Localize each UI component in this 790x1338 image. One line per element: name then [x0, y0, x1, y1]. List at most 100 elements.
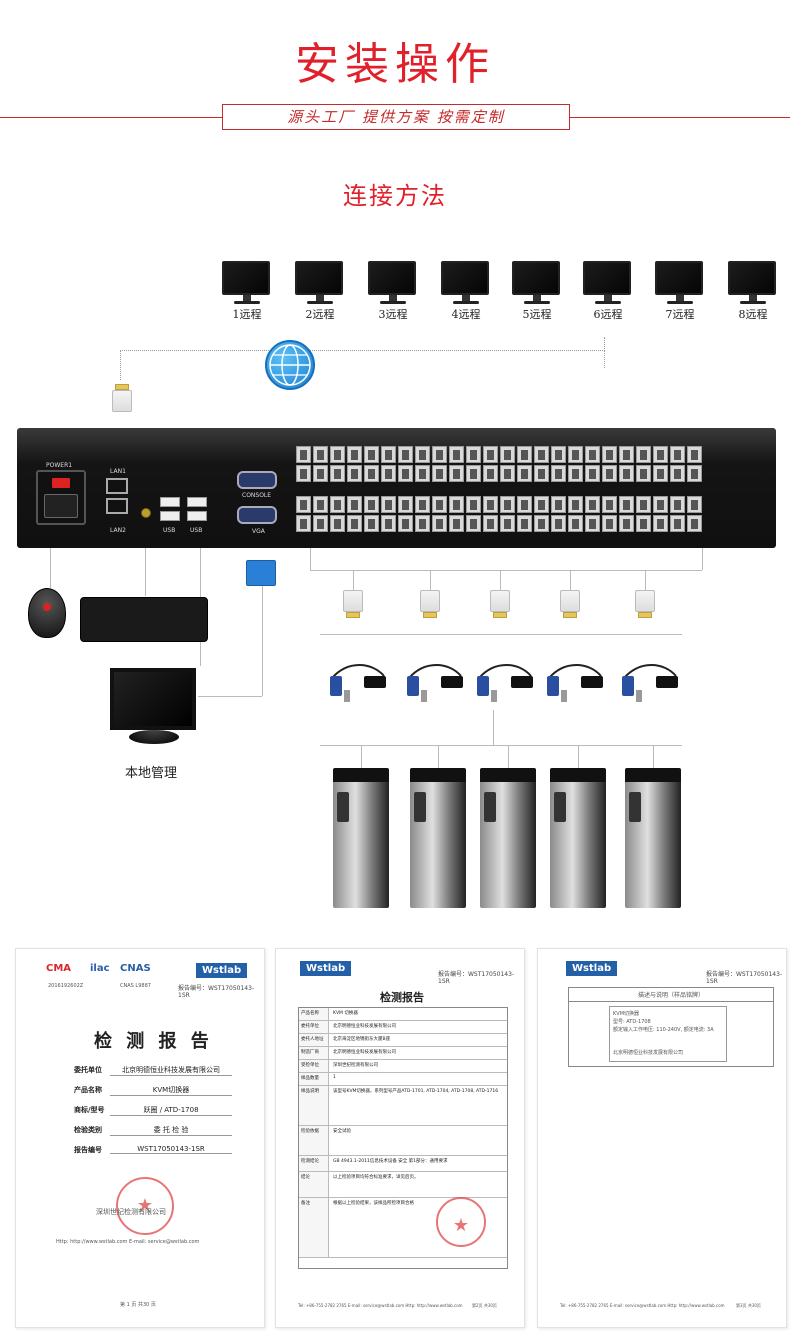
usb-port-icon	[187, 497, 207, 507]
rj45-port-icon	[296, 465, 311, 482]
wstlab-logo: Wstlab	[196, 963, 248, 978]
rj45-port-icon	[585, 496, 600, 513]
rj45-port-icon	[330, 515, 345, 532]
report-title: 检 测 报 告	[94, 1031, 213, 1052]
rj45-port-icon	[466, 465, 481, 482]
console-label: CONSOLE	[242, 492, 272, 499]
rj45-port-icon	[500, 496, 515, 513]
rj45-port-icon	[483, 515, 498, 532]
target-pc-tower-icon	[333, 768, 389, 908]
rj45-port-icon	[500, 465, 515, 482]
rj45-port-icon	[296, 496, 311, 513]
report-number: 报告编号：WST17050143-1SR	[706, 971, 783, 985]
kvm-module-cable-icon	[405, 664, 467, 704]
rj45-port-icon	[636, 496, 651, 513]
table-key: 检测结论	[299, 1156, 329, 1171]
table-value: 1	[333, 1075, 336, 1080]
rj45-port-icon	[653, 465, 668, 482]
table-key: 备注	[299, 1198, 329, 1257]
report-page-number: 第2页 共30页	[472, 1303, 497, 1308]
cma-number: 2016192602Z	[48, 983, 84, 989]
rj45-port-icon	[415, 465, 430, 482]
table-key: 制造厂商	[299, 1047, 329, 1059]
remote-monitor-icon	[728, 261, 778, 304]
report-page-number: 第 1 页 共30 页	[120, 1302, 156, 1308]
rj45-port-block	[296, 446, 498, 482]
remote-label: 3远程	[378, 308, 408, 321]
rj45-port-icon	[534, 465, 549, 482]
rj45-port-icon	[347, 496, 362, 513]
rj45-port-icon	[670, 515, 685, 532]
nameplate-line: 型号: ATD-1708	[613, 1019, 651, 1025]
rj45-port-icon	[619, 515, 634, 532]
rj45-port-icon	[619, 496, 634, 513]
table-key: 产品名称	[299, 1008, 329, 1020]
rj45-port-icon	[330, 465, 345, 482]
report-field-row: 商标/型号跃圈 / ATD-1708	[74, 1105, 232, 1117]
rj45-port-icon	[449, 515, 464, 532]
rj45-port-icon	[585, 465, 600, 482]
kvm-module-cable-icon	[620, 664, 682, 704]
rj45-port-icon	[670, 496, 685, 513]
table-value: 北京海淀区地锦街东大厦B座	[333, 1037, 391, 1042]
rj45-port-icon	[687, 496, 702, 513]
report-table-row: 受检单位深圳世纪检测有限公司	[299, 1060, 507, 1073]
rj45-port-icon	[466, 515, 481, 532]
vga-port-icon	[237, 506, 277, 524]
nameplate-title: 描述与说明（样品铭牌）	[569, 990, 773, 1002]
rj45-port-icon	[636, 465, 651, 482]
vga-line-h	[198, 696, 262, 697]
rj45-port-icon	[313, 496, 328, 513]
cma-logo-icon: CMA	[46, 963, 72, 974]
usb-port-icon	[187, 511, 207, 521]
lan2-label: LAN2	[110, 527, 126, 534]
rj45-connector-icon	[490, 590, 510, 618]
remote-monitor-icon	[368, 261, 418, 304]
rj45-port-icon	[517, 515, 532, 532]
rj45-port-icon	[517, 496, 532, 513]
slogan-divider-right	[570, 117, 790, 118]
rj45-port-icon	[670, 465, 685, 482]
remote-label: 4远程	[451, 308, 481, 321]
port-bus-drop	[702, 548, 703, 570]
rj45-port-icon	[551, 496, 566, 513]
slogan-box: 源头工厂 提供方案 按需定制	[222, 104, 570, 130]
wstlab-logo: Wstlab	[300, 961, 352, 976]
console-port-icon	[237, 471, 277, 489]
rj45-port-icon	[432, 496, 447, 513]
field-key: 委托单位	[74, 1066, 102, 1074]
report-page-number: 第3页 共30页	[736, 1303, 761, 1308]
connector-drop	[645, 570, 646, 590]
table-value: 深圳世纪检测有限公司	[333, 1063, 378, 1068]
target-pc-tower-icon	[410, 768, 466, 908]
report-title: 检测报告	[380, 991, 424, 1004]
rj45-port-icon	[347, 446, 362, 463]
pc-drop	[578, 746, 579, 768]
remote-connection-line	[120, 350, 605, 368]
rj45-port-icon	[551, 465, 566, 482]
field-value: WST17050143-1SR	[110, 1145, 232, 1154]
official-stamp-icon	[436, 1197, 486, 1247]
rj45-port-icon	[500, 515, 515, 532]
mouse-icon	[28, 588, 66, 638]
remote-label: 6远程	[593, 308, 623, 321]
rj45-port-icon	[364, 446, 379, 463]
report-table-row: 检验依据安全试验	[299, 1126, 507, 1156]
report-page-1: CMA 2016192602Z ilac CNAS CNAS L9887 Wst…	[15, 948, 265, 1328]
pc-drop	[653, 746, 654, 768]
port-bus-line	[310, 570, 702, 571]
rj45-port-icon	[466, 446, 481, 463]
field-key: 检验类别	[74, 1126, 102, 1134]
vga-connector-icon	[246, 560, 276, 586]
rj45-connector-icon	[112, 384, 132, 412]
field-value: 跃圈 / ATD-1708	[110, 1105, 232, 1116]
table-key: 委托单位	[299, 1021, 329, 1033]
table-value: 根据以上检验结果，该样品所检项目合格	[333, 1201, 414, 1206]
rj45-port-icon	[432, 446, 447, 463]
rj45-port-icon	[381, 465, 396, 482]
connector-drop	[430, 570, 431, 590]
report-field-row: 委托单位北京明德恒业科技发展有限公司	[74, 1065, 232, 1077]
